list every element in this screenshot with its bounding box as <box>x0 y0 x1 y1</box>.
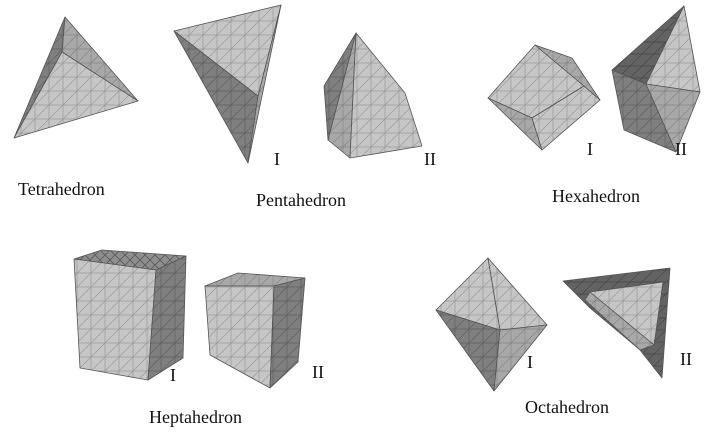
caption-hexahedron: Hexahedron <box>552 187 640 205</box>
heptahedron-ii-shape <box>205 273 305 388</box>
label-heptahedron-ii: II <box>312 363 324 381</box>
pentahedron-i-shape <box>174 5 281 163</box>
caption-octahedron: Octahedron <box>525 398 609 416</box>
caption-heptahedron: Heptahedron <box>149 408 242 426</box>
heptahedron-i-shape <box>74 250 186 380</box>
pentahedron-ii-shape <box>324 33 422 158</box>
label-heptahedron-i: I <box>170 366 176 384</box>
label-octahedron-i: I <box>527 353 533 371</box>
hexahedron-i-shape <box>488 45 600 150</box>
octahedron-ii-shape <box>563 268 670 378</box>
caption-tetrahedron: Tetrahedron <box>18 180 105 198</box>
label-octahedron-ii: II <box>680 350 692 368</box>
label-hexahedron-ii: II <box>675 140 687 158</box>
label-pentahedron-ii: II <box>424 150 436 168</box>
label-pentahedron-i: I <box>274 150 280 168</box>
label-hexahedron-i: I <box>587 140 593 158</box>
hexahedron-ii-shape <box>612 6 700 152</box>
tetrahedron-shape <box>14 17 138 138</box>
caption-pentahedron: Pentahedron <box>256 191 346 209</box>
